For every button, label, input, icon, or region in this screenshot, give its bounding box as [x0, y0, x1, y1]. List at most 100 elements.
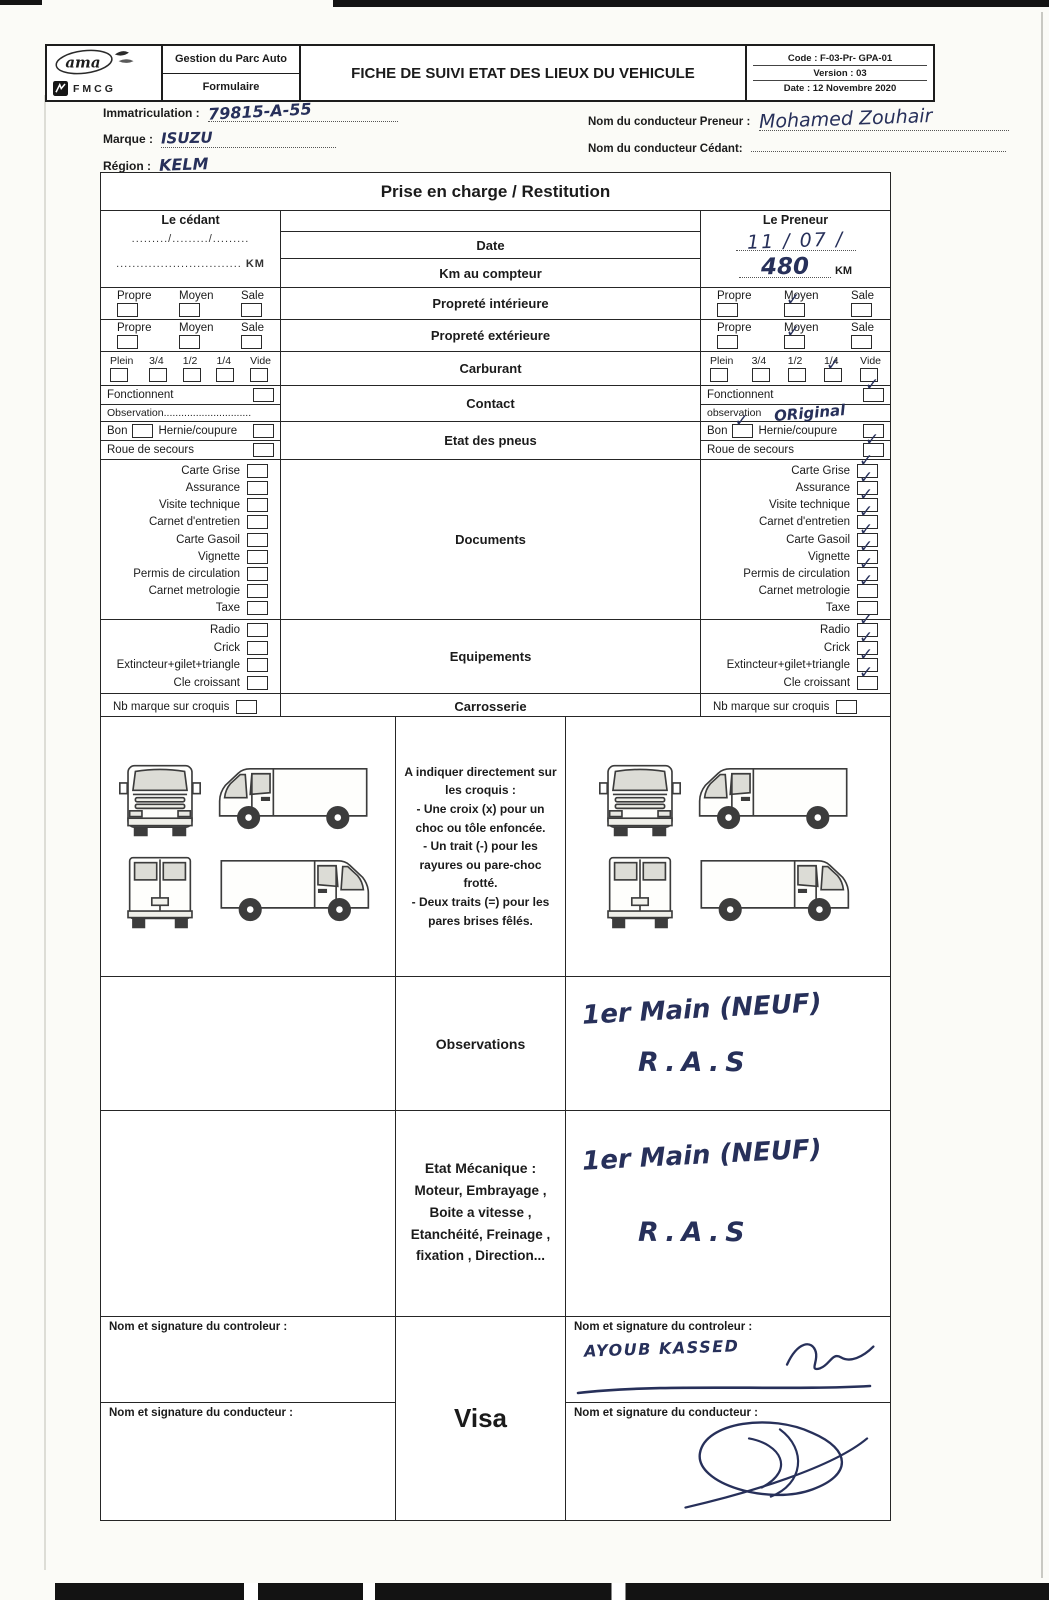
equipement-item-row: Cle croissant: [105, 674, 276, 692]
checkbox: ✓: [783, 324, 805, 349]
row-label-equipements: Equipements: [280, 619, 701, 694]
empty-cell: [100, 1110, 396, 1317]
checkbox: ✓: [857, 573, 879, 599]
checkbox: ✓: [857, 538, 879, 564]
equipement-item-row: Crick: [105, 639, 276, 657]
observation-value-handwritten: ORiginal: [773, 400, 847, 426]
table-row: Observations 1er Main (NEUF) R.A.S: [100, 976, 891, 1111]
cedant-km-blank: ...............................KM: [116, 258, 265, 270]
document-item-row: Carte Grise✓: [705, 452, 886, 479]
cedant-top-cell: Le cédant ........./........./......... …: [100, 210, 281, 288]
checkbox: [253, 424, 274, 438]
marque-value-handwritten: ISUZU: [161, 128, 214, 148]
document-item-row: Taxe: [105, 600, 276, 617]
checkbox: [247, 480, 268, 495]
checkbox: [857, 601, 879, 616]
doc-code: Code : F-03-Pr- GPA-01: [753, 51, 927, 66]
equipement-item-row: Extincteur+gilet+triangle✓: [705, 647, 886, 675]
conducteur-cedant-field: Nom du conducteur Cédant:: [588, 141, 1009, 155]
row-label-carrosserie: Carrosserie: [280, 693, 701, 720]
checkbox: ✓: [857, 629, 879, 655]
checkbox: [250, 368, 269, 382]
table-row: Plein 3/4 1/2 1/4 Vide Carburant Plein 3…: [100, 351, 892, 386]
checkbox: [247, 675, 268, 690]
table-title: Prise en charge / Restitution: [99, 172, 892, 211]
row-label-observations: Observations: [395, 976, 566, 1111]
checkbox: [247, 532, 268, 547]
document-item-row: Visite technique✓: [705, 487, 886, 514]
checkmark-handwritten: ✓: [859, 627, 874, 648]
controleur-signature-cell-preneur: Nom et signature du controleur : AYOUB K…: [565, 1316, 891, 1403]
cedant-equipements: Radio Crick Extincteur+gilet+triangle Cl…: [100, 619, 281, 694]
row-label-etat-pneus: Etat des pneus: [280, 421, 701, 460]
row-label-carburant: Carburant: [280, 351, 701, 386]
checkbox: [710, 368, 728, 382]
checkbox: [850, 303, 872, 317]
controleur-label: Nom et signature du controleur :: [574, 1321, 753, 1333]
checkbox: [247, 601, 268, 616]
row-label-km: Km au compteur: [280, 258, 701, 288]
cedant-carburant: Plein 3/4 1/2 1/4 Vide: [100, 351, 281, 386]
cedant-date-blank: ........./........./.........: [131, 233, 250, 245]
checkbox: [717, 303, 738, 317]
cedant-nb-marque: Nb marque sur croquis: [100, 693, 281, 720]
scan-artifact-bar: [0, 0, 42, 5]
table-row: Etat Mécanique : Moteur, Embrayage , Boi…: [100, 1110, 891, 1317]
van-front-sketch: [599, 764, 681, 836]
region-label: Région :: [103, 159, 151, 173]
controleur-name-handwritten: AYOUB KASSED: [583, 1336, 740, 1361]
date-value-handwritten: 11 / 07 /: [746, 228, 845, 254]
preneur-proprete-ext: Propre Moyen✓ Sale: [699, 319, 892, 352]
croquis-instructions: A indiquer directement sur les croquis :…: [395, 716, 566, 977]
checkbox: ✓: [732, 413, 754, 438]
table-row: Propre Moyen Sale Propreté extérieure Pr…: [100, 319, 892, 352]
doc-version: Version : 03: [753, 66, 927, 81]
equipement-item-row: Radio✓: [705, 612, 886, 640]
checkbox: ✓: [857, 469, 879, 495]
scan-edge-line: [1041, 12, 1043, 1578]
leaf-icon: [114, 51, 129, 56]
table-row: A indiquer directement sur les croquis :…: [100, 716, 891, 977]
checkbox: ✓: [857, 452, 879, 478]
preneur-documents: Carte Grise✓ Assurance✓ Visite technique…: [699, 452, 892, 620]
equipement-item-row: Crick✓: [705, 629, 886, 657]
conducteur-label: Nom et signature du conducteur :: [109, 1407, 294, 1419]
equipement-item-row: Radio: [105, 622, 276, 640]
checkbox: [117, 335, 138, 349]
row-label-contact: Contact: [280, 385, 701, 422]
fmcg-logo-text: FMCG: [73, 82, 116, 95]
leaf-icon: [118, 59, 134, 63]
etat-mecanique-details: Moteur, Embrayage , Boite a vitesse , Et…: [410, 1183, 551, 1264]
marque-field: Marque : ISUZU: [103, 129, 963, 148]
ama-logo-text: ama: [65, 54, 100, 72]
conducteur-signature-cell-preneur: Nom et signature du conducteur :: [565, 1402, 891, 1521]
row-label-proprete-interieure: Propreté intérieure: [280, 287, 701, 320]
checkbox: [110, 368, 128, 382]
carrosserie-observations-table: A indiquer directement sur les croquis :…: [100, 716, 891, 1521]
checkmark-handwritten: ✓: [859, 536, 874, 557]
checkbox: [117, 303, 138, 317]
conducteur-signature-cell-cedant: Nom et signature du conducteur :: [100, 1402, 396, 1521]
marque-label: Marque :: [103, 132, 154, 146]
observations-line1-handwritten: 1er Main (NEUF): [581, 988, 823, 1031]
preneur-carburant: Plein 3/4 1/2 1/4✓ Vide: [699, 351, 892, 386]
checkbox: ✓: [783, 292, 805, 317]
preneur-proprete-int: Propre Moyen✓ Sale: [699, 287, 892, 320]
document-item-row: Vignette: [105, 548, 276, 565]
checkbox: [860, 368, 879, 382]
table-row: Propre Moyen Sale Propreté intérieure Pr…: [100, 287, 892, 320]
van-side-sketch-flipped: [220, 859, 370, 921]
checkbox: [751, 368, 770, 382]
conducteur-label: Nom et signature du conducteur :: [574, 1407, 759, 1419]
document-item-row: Visite technique: [105, 497, 276, 514]
checkbox: ✓: [863, 377, 885, 402]
scan-artifact-bar: [55, 1583, 1049, 1600]
controleur-label: Nom et signature du controleur :: [109, 1321, 288, 1333]
cedant-contact: Fonctionnent Observation................…: [100, 385, 281, 422]
checkmark-handwritten: ✓: [859, 485, 874, 506]
cedant-observation-blank: Observation.............................…: [101, 404, 280, 421]
checkbox: [240, 335, 262, 349]
